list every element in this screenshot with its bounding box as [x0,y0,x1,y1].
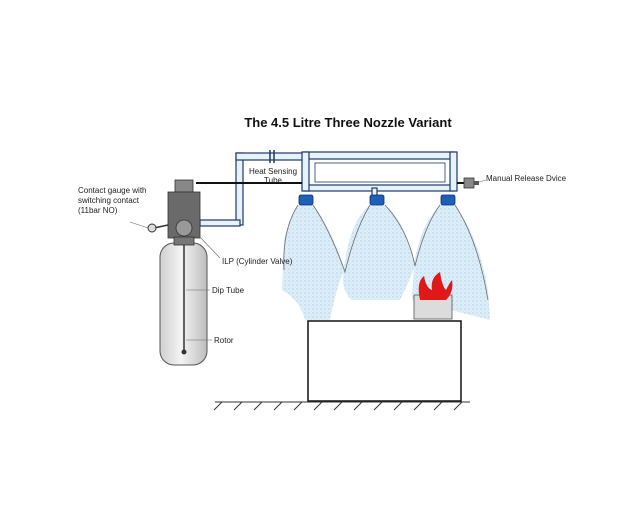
cylinder-valve [147,179,201,246]
pipe-riser [235,152,244,226]
pipe-top-left [235,152,309,161]
label-dip-tube: Dip Tube [212,286,245,295]
label-heat-sensing-1: Heat Sensing [249,167,297,176]
protected-object [307,272,462,402]
valve-neck [173,236,195,246]
diagram-title: The 4.5 Litre Three Nozzle Variant [244,115,452,130]
label-contact-gauge-2: switching contact [78,196,140,205]
label-manual-release: Manual Release Dvice [486,174,567,183]
pipe-header-top [303,151,455,160]
pipe-feed [199,219,241,227]
flame-icon [418,272,453,300]
ground [213,401,470,411]
spray-cone-middle [343,205,415,300]
label-heat-sensing-2: Tube [264,176,282,185]
leader-lines [129,179,487,341]
nozzle-middle [369,194,385,206]
label-ilp: ILP (Cylinder Valve) [222,257,293,266]
pipe-coupling [269,150,275,163]
label-rotor: Rotor [214,336,234,345]
valve-top [174,179,194,193]
spray-cones [282,204,490,320]
table [307,320,462,402]
valve-wheel [175,219,193,237]
pipe-network [199,151,458,227]
label-contact-gauge-1: Contact gauge with [78,186,147,195]
header-inner-line [314,162,446,183]
nozzle-right [440,194,456,206]
label-contact-gauge-3: (11bar NO) [78,206,118,215]
pipe-header-bottom [303,184,455,192]
pipe-header-left [301,151,310,192]
cylinder [159,242,208,366]
nozzles [298,194,456,206]
nozzle-left [298,194,314,206]
spray-outline [283,204,489,301]
contact-gauge-icon [147,223,157,233]
pipe-header-right [449,151,458,192]
rotor [181,349,187,355]
